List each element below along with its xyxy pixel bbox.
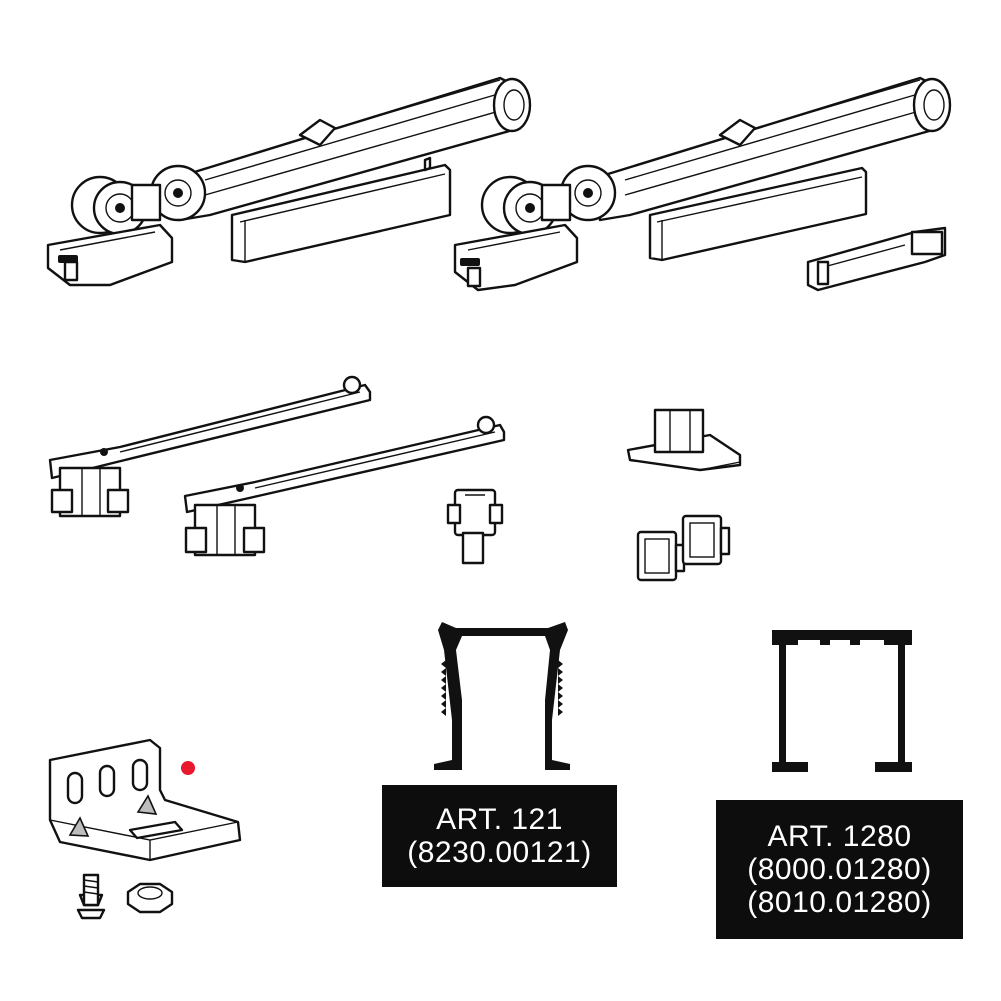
hanging-bolt-icon xyxy=(48,375,372,518)
connector-clip-icon xyxy=(806,226,947,292)
art-1280-code-1: (8000.01280) xyxy=(747,853,932,886)
art-121-code: (8230.00121) xyxy=(407,836,592,869)
trolley-damper-icon xyxy=(46,76,532,287)
floor-guide-icon xyxy=(446,488,504,565)
screw-icon xyxy=(76,873,106,920)
nut-icon xyxy=(126,882,174,914)
guide-channel-icon xyxy=(648,166,868,262)
art-121-label: ART. 121 (8230.00121) xyxy=(382,785,617,887)
trolley-damper-icon xyxy=(453,76,952,292)
art-1280-label: ART. 1280 (8000.01280) (8010.01280) xyxy=(716,800,963,939)
art-121-title: ART. 121 xyxy=(436,803,563,836)
marker-dot xyxy=(181,761,195,775)
track-profile-icon xyxy=(434,622,570,770)
floor-guide-icon xyxy=(626,408,742,472)
art-1280-title: ART. 1280 xyxy=(767,820,912,853)
end-cap-icon xyxy=(681,514,731,566)
end-cap-icon xyxy=(636,530,686,582)
art-1280-code-2: (8010.01280) xyxy=(747,886,932,919)
wall-bracket-icon xyxy=(48,738,242,862)
hanging-bolt-icon xyxy=(183,415,506,557)
track-profile-icon xyxy=(772,630,912,772)
guide-channel-icon xyxy=(230,156,452,264)
